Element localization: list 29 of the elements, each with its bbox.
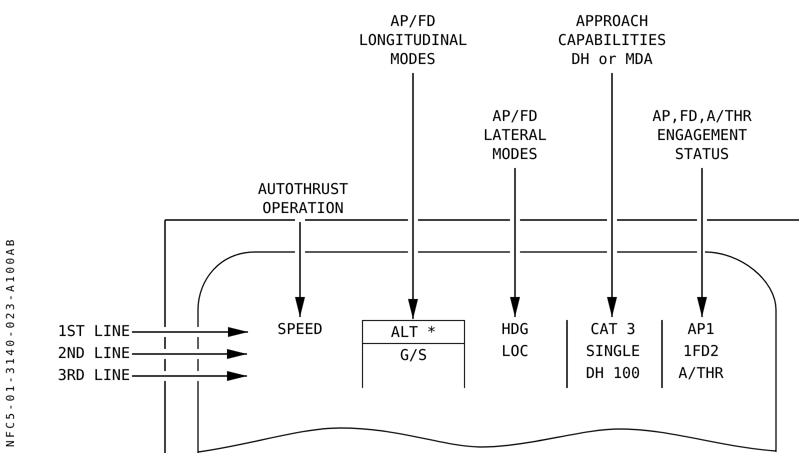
row-label: 2ND LINE (56, 344, 130, 363)
arrow (607, 73, 617, 317)
mode-box (362, 320, 465, 388)
display-readout: LOC (500, 341, 530, 362)
display-readout: DH 100 (584, 363, 642, 384)
display-readout: AP1 (686, 319, 716, 340)
mode-text: G/S (398, 345, 428, 366)
display-readout: A/THR (677, 363, 725, 384)
callout-text: AUTOTHRUST OPERATION (256, 180, 350, 218)
callout-text: APPROACH CAPABILITIES DH or MDA (556, 12, 668, 69)
callout-text: AP/FD LATERAL MODES (482, 107, 548, 164)
row-label: 3RD LINE (56, 366, 130, 385)
arrow (408, 73, 418, 319)
display-readout: 1FD2 (682, 341, 720, 362)
arrow (295, 222, 305, 317)
arrow (510, 168, 520, 317)
arrow (132, 371, 247, 381)
callout-text: AP,FD,A/THR ENGAGEMENT STATUS (651, 107, 753, 164)
display-readout: CAT 3 (589, 319, 637, 340)
row-label: 1ST LINE (56, 322, 130, 341)
display-readout: SPEED (276, 319, 324, 340)
arrow (132, 327, 248, 337)
display-readout: SINGLE (584, 341, 642, 362)
callout-text: AP/FD LONGITUDINAL MODES (358, 12, 468, 69)
arrow (132, 349, 247, 359)
display-readout: HDG (500, 319, 530, 340)
arrow (697, 168, 707, 317)
document-code: NFC5-01-3140-023-A100AB (4, 237, 17, 447)
mode-text: ALT * (363, 321, 464, 344)
